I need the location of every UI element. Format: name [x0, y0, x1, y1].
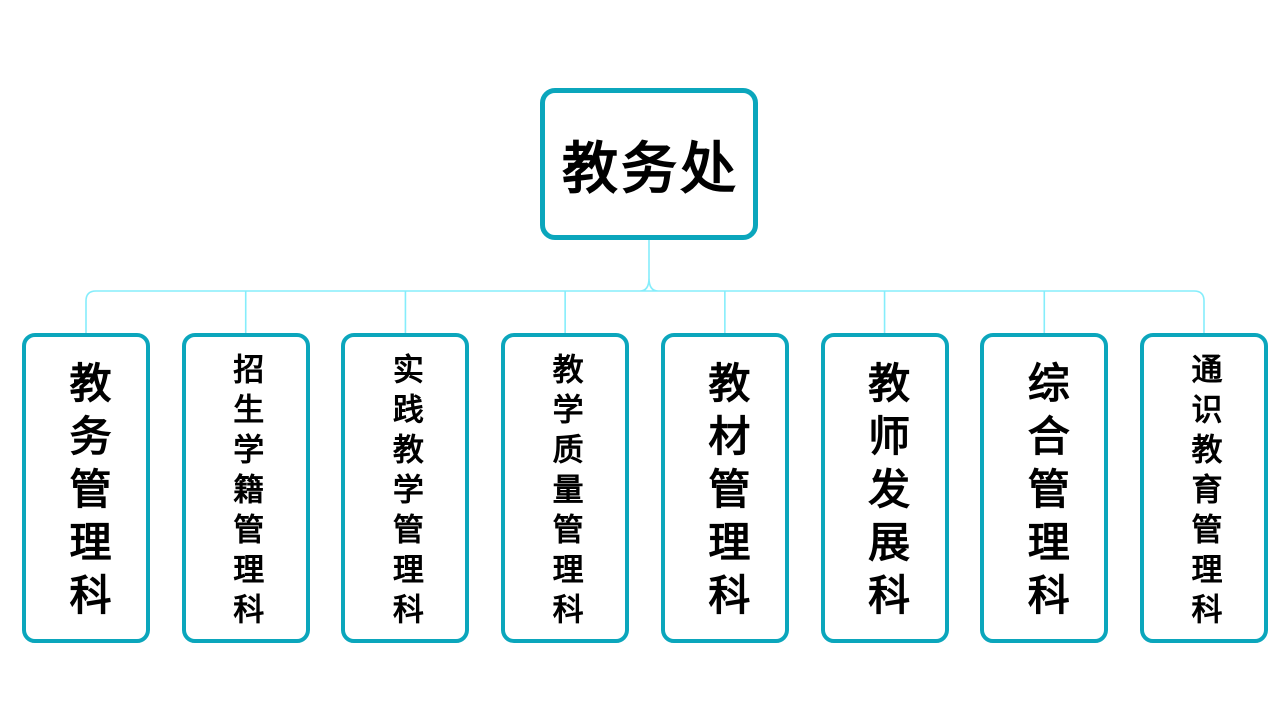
org-department-box: 教学质量管理科: [501, 333, 630, 643]
org-department-label: 综合管理科: [1021, 361, 1068, 626]
org-department-label: 教学质量管理科: [547, 352, 583, 633]
org-department-label: 教师发展科: [861, 361, 908, 626]
org-root-label: 教务处: [562, 138, 739, 201]
org-department-box: 综合管理科: [980, 333, 1109, 643]
org-department-label: 通识教育管理科: [1186, 352, 1222, 633]
org-department-box: 实践教学管理科: [341, 333, 470, 643]
org-department-box: 招生学籍管理科: [181, 333, 310, 643]
org-department-box: 通识教育管理科: [1140, 333, 1268, 643]
org-department-label: 教务管理科: [63, 361, 109, 626]
org-root-box: 教务处: [540, 88, 758, 240]
org-department-label: 教材管理科: [701, 361, 748, 626]
org-department-box: 教师发展科: [820, 333, 949, 643]
org-department-label: 招生学籍管理科: [228, 352, 264, 633]
org-department-box: 教务管理科: [22, 333, 150, 643]
org-department-label: 实践教学管理科: [387, 352, 423, 633]
org-department-box: 教材管理科: [660, 333, 789, 643]
